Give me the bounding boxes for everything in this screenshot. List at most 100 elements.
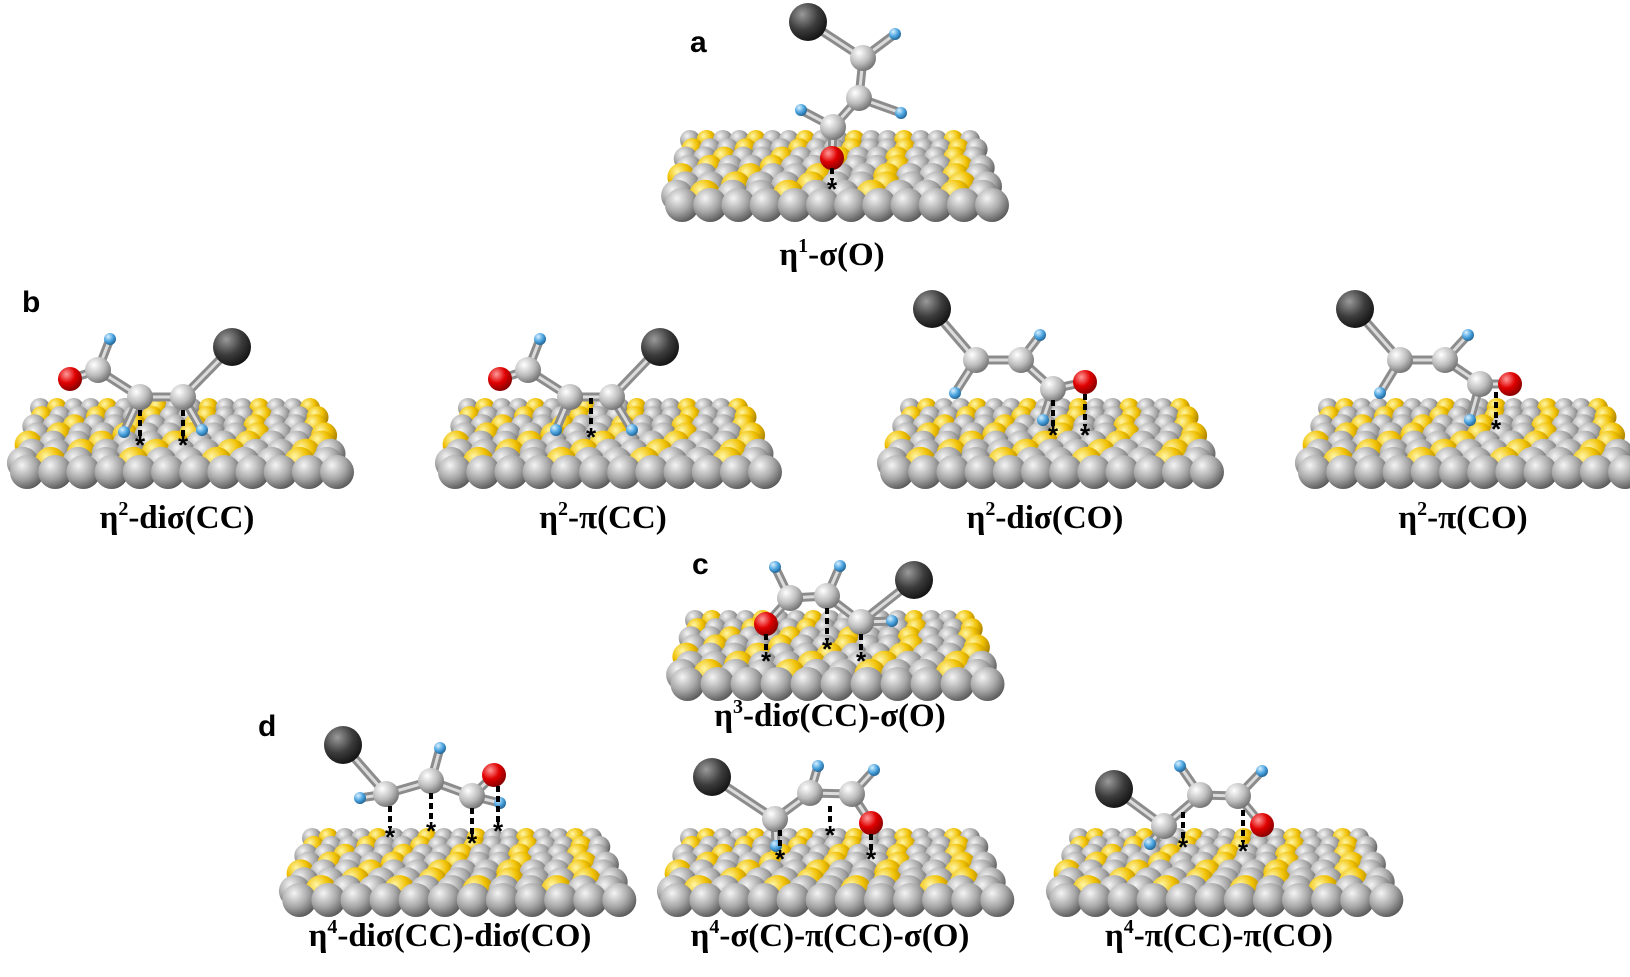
hydrogen-atom: [626, 424, 638, 436]
surface-atom-gray: [494, 455, 529, 489]
surface-atom-gray: [660, 883, 695, 917]
adsorption-site-marker: *: [1048, 420, 1059, 450]
caption-superscript: 2: [118, 498, 128, 520]
caption-superscript: 4: [1124, 916, 1134, 938]
carbon-atom: [850, 45, 876, 71]
oxygen-atom: [859, 811, 883, 835]
carbon-atom: [85, 357, 111, 383]
surface-atom-gray: [880, 667, 915, 701]
surface-atom-gray: [863, 883, 898, 917]
caption-eta: η: [967, 500, 986, 536]
surface-atom-gray: [760, 667, 795, 701]
carbon-atom: [1151, 813, 1177, 839]
surface-atom-gray: [1077, 455, 1112, 489]
carbon-atom: [170, 384, 196, 410]
surface-atom-gray: [790, 667, 825, 701]
hydrogen-atom: [1462, 329, 1474, 341]
surface-atom-gray: [693, 188, 728, 222]
surface-atom-gray: [66, 455, 101, 489]
surface-atom-gray: [1382, 455, 1417, 489]
surface-atom-gray: [1369, 883, 1404, 917]
surface-atom-gray: [1282, 883, 1316, 917]
surface-atom-gray: [747, 883, 782, 917]
surface-atom-gray: [1467, 455, 1502, 489]
surface-atom-gray: [936, 455, 971, 489]
surface-atom-gray: [1340, 883, 1375, 917]
surface-atom-gray: [940, 667, 975, 701]
surface-atom-gray: [579, 455, 613, 489]
hydrogen-atom: [769, 561, 781, 573]
surface-atom-gray: [806, 188, 840, 222]
caption-mode: -π(CC)-π(CO): [1134, 918, 1333, 954]
halogen-atom: [1095, 770, 1133, 808]
surface-atom-gray: [179, 455, 214, 489]
surface-atom-gray: [573, 883, 608, 917]
surface-atom-gray: [635, 455, 670, 489]
carbon-atom: [373, 781, 399, 807]
surface-atom-gray: [398, 883, 433, 917]
surface-atom-gray: [515, 883, 549, 917]
caption-c: η3-diσ(CC)-σ(O): [714, 696, 945, 734]
surface-atom-gray: [975, 188, 1009, 222]
adsorption-site-marker: *: [385, 822, 396, 852]
hydrogen-atom: [104, 333, 116, 345]
caption-superscript: 4: [327, 916, 337, 938]
caption-superscript: 1: [798, 235, 808, 257]
caption-eta: η: [779, 237, 798, 273]
surface-atom-gray: [691, 455, 726, 489]
panel-label-b: b: [22, 286, 40, 319]
carbon-atom: [848, 609, 874, 635]
caption-eta: η: [309, 918, 328, 954]
caption-b4: η2-π(CO): [1398, 498, 1527, 536]
caption-superscript: 4: [709, 916, 719, 938]
carbon-atom: [557, 384, 583, 410]
structure-a-eta1-sigma-o: *: [661, 3, 1009, 222]
surface-atom-gray: [964, 455, 999, 489]
surface-atom-gray: [880, 455, 914, 489]
hydrogen-atom: [534, 333, 546, 345]
adsorption-site-marker: *: [426, 816, 437, 846]
carbon-atom: [777, 585, 803, 611]
caption-a: η1-σ(O): [779, 235, 884, 273]
carbon-atom: [1225, 783, 1251, 809]
hydrogen-atom: [1144, 838, 1156, 850]
adsorption-site-marker: *: [866, 844, 877, 874]
carbon-atom: [599, 384, 625, 410]
surface-atom-gray: [730, 667, 765, 701]
caption-superscript: 2: [558, 498, 568, 520]
surface-atom-gray: [1326, 455, 1361, 489]
halogen-atom: [693, 758, 731, 796]
caption-eta: η: [1105, 918, 1124, 954]
caption-mode: -diσ(CC)-σ(O): [743, 698, 946, 734]
surface-atom-gray: [522, 455, 557, 489]
surface-atom-gray: [1078, 883, 1113, 917]
surface-atom-gray: [665, 188, 699, 222]
hydrogen-atom: [1034, 329, 1046, 341]
carbon-atom: [1040, 376, 1066, 402]
surface-atom-gray: [910, 667, 945, 701]
carbon-atom: [963, 347, 989, 373]
hydrogen-atom: [196, 424, 208, 436]
halogen-atom: [213, 328, 251, 366]
hydrogen-atom: [889, 28, 901, 40]
hydrogen-atom: [354, 792, 366, 804]
carbon-atom: [459, 783, 485, 809]
structure-c-eta3: ***: [666, 560, 1005, 701]
structure-b-eta2-disigma-co: **: [876, 290, 1224, 489]
halogen-atom: [895, 561, 933, 599]
hydrogen-atom: [1037, 414, 1049, 426]
surface-atom-gray: [777, 188, 812, 222]
surface-atom-gray: [263, 455, 298, 489]
carbon-atom: [820, 114, 846, 140]
surface-atom-gray: [607, 455, 642, 489]
caption-d3: η4-π(CC)-π(CO): [1105, 916, 1333, 954]
surface-atom-gray: [1608, 455, 1630, 489]
adsorption-site-marker: *: [822, 634, 833, 664]
surface-atom-gray: [1107, 883, 1142, 917]
carbon-atom: [762, 806, 788, 832]
surface-atom-gray: [1551, 455, 1586, 489]
surface-atom-gray: [369, 883, 404, 917]
caption-mode: -diσ(CC): [128, 500, 254, 536]
carbon-atom: [418, 768, 444, 794]
surface-atom-gray: [122, 455, 157, 489]
